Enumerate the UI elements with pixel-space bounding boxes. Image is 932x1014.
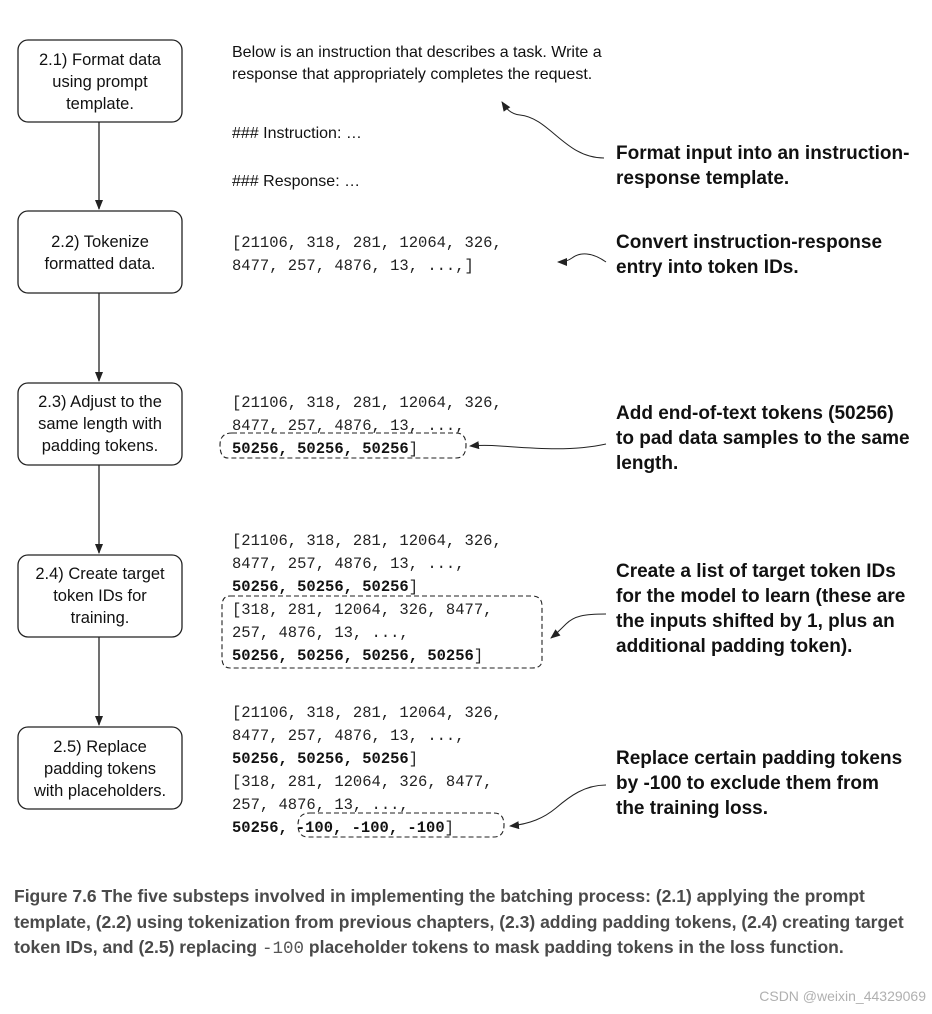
prompt-line: response that appropriately completes th… bbox=[232, 66, 592, 83]
token-line: [21106, 318, 281, 12064, 326, bbox=[232, 532, 502, 550]
caption-text: The five substeps involved in implementi… bbox=[14, 886, 904, 957]
step-box-format: 2.1) Format data using prompt template. bbox=[17, 39, 183, 123]
annotation-line: length. bbox=[616, 453, 678, 474]
prompt-line: ### Response: … bbox=[232, 173, 360, 190]
token-line: 8477, 257, 4876, 13, ...,] bbox=[232, 257, 474, 275]
batching-process-diagram: 2.1) Format data using prompt template. … bbox=[17, 39, 910, 838]
caption-text-end: placeholder tokens to mask padding token… bbox=[308, 937, 844, 957]
step-label-line: training. bbox=[71, 609, 130, 627]
annotation-line: for the model to learn (these are bbox=[616, 586, 905, 607]
annotation-targets: Create a list of target token IDs for th… bbox=[616, 561, 905, 657]
step-box-pad: 2.3) Adjust to the same length with padd… bbox=[17, 382, 183, 466]
prompt-line: Below is an instruction that describes a… bbox=[232, 44, 602, 61]
annotation-line: Add end-of-text tokens (50256) bbox=[616, 403, 894, 424]
token-block-replaced: [21106, 318, 281, 12064, 326, 8477, 257,… bbox=[232, 704, 505, 838]
pointer-arrow bbox=[557, 253, 607, 266]
pointer-arrow bbox=[469, 441, 607, 450]
pointer-arrow bbox=[550, 613, 607, 639]
token-block-targets: [21106, 318, 281, 12064, 326, 8477, 257,… bbox=[221, 532, 543, 669]
token-block-tokenized: [21106, 318, 281, 12064, 326, 8477, 257,… bbox=[232, 234, 502, 275]
step-label-line: token IDs for bbox=[53, 587, 147, 605]
pointer-arrow bbox=[501, 101, 605, 159]
mask-highlight bbox=[297, 812, 505, 838]
token-line: 8477, 257, 4876, 13, ..., bbox=[232, 555, 465, 573]
token-line-padding: 50256, 50256, 50256] bbox=[232, 578, 418, 596]
step-label-line: 2.2) Tokenize bbox=[51, 233, 149, 251]
annotation-format: Format input into an instruction- respon… bbox=[616, 143, 909, 189]
annotation-line: Create a list of target token IDs bbox=[616, 561, 896, 582]
token-line-padding: 50256, 50256, 50256] bbox=[232, 750, 418, 768]
padding-highlight bbox=[219, 432, 467, 459]
step-label-line: 2.3) Adjust to the bbox=[38, 393, 162, 411]
prompt-line: ### Instruction: … bbox=[232, 125, 362, 142]
step-label-line: using prompt bbox=[52, 73, 148, 91]
token-line: [21106, 318, 281, 12064, 326, bbox=[232, 704, 502, 722]
annotation-line: Replace certain padding tokens bbox=[616, 748, 902, 769]
step-label-line: template. bbox=[66, 95, 134, 113]
annotation-line: the training loss. bbox=[616, 798, 768, 819]
annotation-line: entry into token IDs. bbox=[616, 257, 799, 278]
target-line: 257, 4876, 13, ..., bbox=[232, 624, 409, 642]
token-line: [21106, 318, 281, 12064, 326, bbox=[232, 234, 502, 252]
step-label-line: with placeholders. bbox=[33, 782, 166, 800]
pointer-arrow bbox=[509, 784, 607, 830]
figure-caption: Figure 7.6 The five substeps involved in… bbox=[14, 884, 919, 963]
annotation-replace: Replace certain padding tokens by -100 t… bbox=[616, 748, 902, 819]
target-line: [318, 281, 12064, 326, 8477, bbox=[232, 773, 492, 791]
step-box-tokenize: 2.2) Tokenize formatted data. bbox=[17, 210, 183, 294]
step-label-line: same length with bbox=[38, 415, 162, 433]
annotation-line: the inputs shifted by 1, plus an bbox=[616, 611, 895, 632]
annotation-line: Convert instruction-response bbox=[616, 232, 882, 253]
annotation-line: Format input into an instruction- bbox=[616, 143, 909, 164]
step-box-targets: 2.4) Create target token IDs for trainin… bbox=[17, 554, 183, 638]
step-label-line: 2.4) Create target bbox=[35, 565, 165, 583]
step-label-line: 2.1) Format data bbox=[39, 51, 162, 69]
token-line: 8477, 257, 4876, 13, ..., bbox=[232, 417, 465, 435]
token-line: 8477, 257, 4876, 13, ..., bbox=[232, 727, 465, 745]
target-line: 257, 4876, 13, ..., bbox=[232, 796, 409, 814]
annotation-tokenize: Convert instruction-response entry into … bbox=[616, 232, 882, 278]
annotation-line: to pad data samples to the same bbox=[616, 428, 910, 449]
target-line-masked: 50256,-100, -100, -100] bbox=[232, 819, 454, 837]
targets-highlight bbox=[221, 595, 543, 669]
step-box-replace: 2.5) Replace padding tokens with placeho… bbox=[17, 726, 183, 810]
step-label-line: 2.5) Replace bbox=[53, 738, 147, 756]
target-line-padding: 50256, 50256, 50256, 50256] bbox=[232, 647, 483, 665]
step-label-line: padding tokens bbox=[44, 760, 156, 778]
step-label-line: formatted data. bbox=[45, 255, 156, 273]
step-label-line: padding tokens. bbox=[42, 437, 159, 455]
watermark: CSDN @weixin_44329069 bbox=[759, 988, 926, 1004]
annotation-line: additional padding token). bbox=[616, 636, 852, 657]
token-line: [21106, 318, 281, 12064, 326, bbox=[232, 394, 502, 412]
annotation-line: response template. bbox=[616, 168, 789, 189]
token-line-padding: 50256, 50256, 50256] bbox=[232, 440, 418, 458]
annotation-line: by -100 to exclude them from bbox=[616, 773, 879, 794]
target-line: [318, 281, 12064, 326, 8477, bbox=[232, 601, 492, 619]
caption-code: -100 bbox=[262, 939, 305, 959]
caption-label: Figure 7.6 bbox=[14, 886, 97, 906]
annotation-pad: Add end-of-text tokens (50256) to pad da… bbox=[616, 403, 910, 474]
token-block-padded: [21106, 318, 281, 12064, 326, 8477, 257,… bbox=[219, 394, 502, 459]
prompt-template: Below is an instruction that describes a… bbox=[232, 44, 602, 190]
